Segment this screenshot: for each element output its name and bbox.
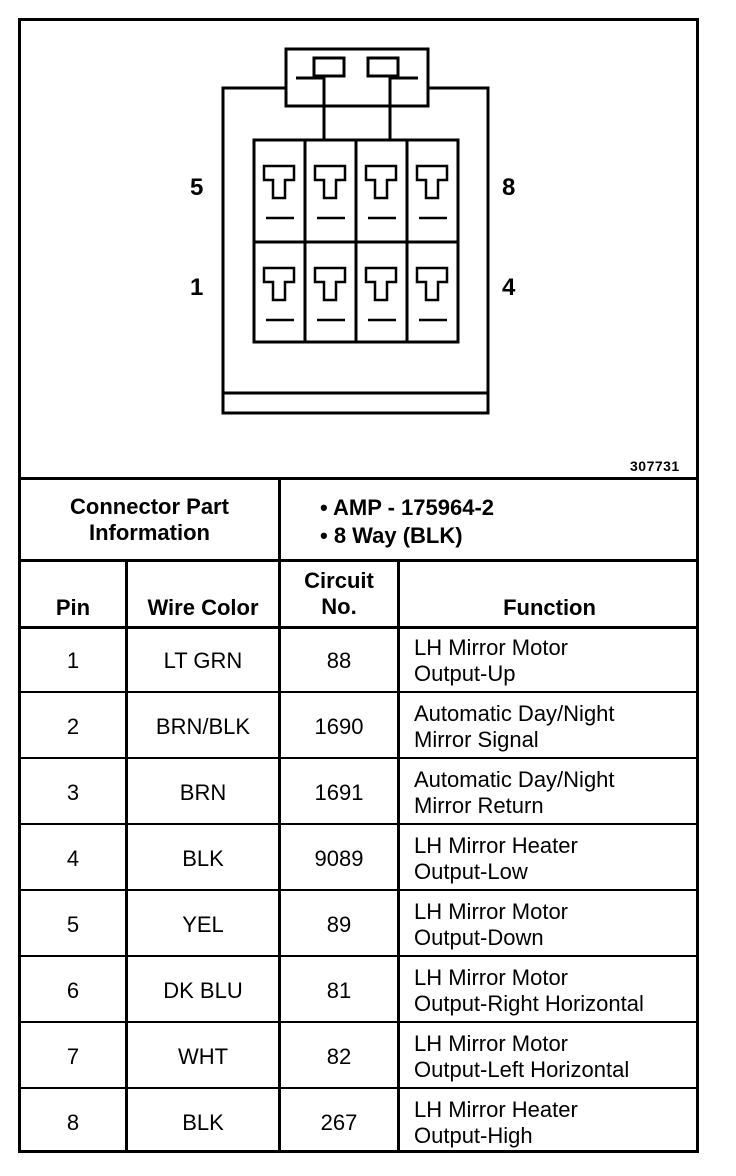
terminal-slot xyxy=(262,164,296,200)
wire-color: BRN/BLK xyxy=(155,714,251,739)
row-divider xyxy=(18,955,699,957)
row-divider xyxy=(18,691,699,693)
function-text: Automatic Day/Night xyxy=(414,701,615,726)
function-text: LH Mirror Motor xyxy=(414,635,569,660)
function-text: LH Mirror Motor xyxy=(414,1031,569,1056)
function-text: Output-Left Horizontal xyxy=(414,1057,630,1082)
wire-color: LT GRN xyxy=(163,648,243,673)
wire-color: YEL xyxy=(182,912,224,937)
function-text: Automatic Day/Night xyxy=(414,767,615,792)
terminal-slot xyxy=(313,164,347,200)
header-circuit-no: Circuit No. xyxy=(281,562,397,626)
connector-info-label: Connector Part Information xyxy=(21,480,278,560)
terminal-slot xyxy=(262,266,296,302)
pin-number: 1 xyxy=(66,648,80,673)
pin-number: 4 xyxy=(66,846,80,871)
connector-part-number: • AMP - 175964-2 xyxy=(320,495,495,520)
function-text: Output-Down xyxy=(414,925,544,950)
divider-header xyxy=(18,626,699,629)
latch-window-left xyxy=(312,56,346,78)
connector-diagram: 5 8 1 4 307731 xyxy=(18,18,699,480)
row-divider xyxy=(18,889,699,891)
circuit-number: 81 xyxy=(326,978,352,1003)
function-text: Output-Up xyxy=(414,661,516,686)
wire-color: BLK xyxy=(182,846,224,871)
connector-info-label-line2: Information xyxy=(88,520,210,545)
connector-drawing xyxy=(221,47,490,415)
connector-info-list: • AMP - 175964-2 • 8 Way (BLK) xyxy=(320,494,494,550)
pin-label-5: 5 xyxy=(190,174,204,201)
wire-color: BLK xyxy=(182,1110,224,1135)
row-divider xyxy=(18,1087,699,1089)
header-pin: Pin xyxy=(55,595,91,620)
pin-number: 8 xyxy=(66,1110,80,1135)
divider-diagram xyxy=(18,477,699,480)
latch-arm-left xyxy=(296,76,326,140)
column-divider xyxy=(278,479,281,1153)
header-wire-color: Wire Color xyxy=(147,595,259,620)
divider-info xyxy=(18,559,699,562)
header-circuit-line1: Circuit xyxy=(304,568,374,593)
circuit-number: 1690 xyxy=(314,714,364,739)
function-text: LH Mirror Heater xyxy=(414,1097,578,1122)
outer-frame xyxy=(18,18,699,1153)
terminal-slot xyxy=(415,164,449,200)
circuit-number: 89 xyxy=(326,912,352,937)
pin-number: 6 xyxy=(66,978,80,1003)
terminal-slot xyxy=(313,266,347,302)
function-text: LH Mirror Motor xyxy=(414,899,569,924)
circuit-number: 1691 xyxy=(314,780,364,805)
function-text: Output-Right Horizontal xyxy=(414,991,644,1016)
wire-color: BRN xyxy=(179,780,227,805)
terminal-slot xyxy=(364,266,398,302)
connector-way-count: • 8 Way (BLK) xyxy=(320,523,463,548)
header-function: Function xyxy=(503,595,596,620)
circuit-number: 88 xyxy=(326,648,352,673)
column-divider xyxy=(125,561,128,1153)
function-text: Output-High xyxy=(414,1123,533,1148)
function-text: LH Mirror Motor xyxy=(414,965,569,990)
pin-number: 2 xyxy=(66,714,80,739)
pin-number: 3 xyxy=(66,780,80,805)
terminal-slot xyxy=(364,164,398,200)
latch-arm-right xyxy=(388,76,418,140)
pin-label-1: 1 xyxy=(190,274,204,301)
wire-color: WHT xyxy=(177,1044,229,1069)
latch-window-right xyxy=(366,56,400,78)
pin-label-4: 4 xyxy=(502,274,516,301)
function-text: LH Mirror Heater xyxy=(414,833,578,858)
header-circuit-line2: No. xyxy=(321,594,357,619)
pin-label-8: 8 xyxy=(502,174,516,201)
figure-id: 307731 xyxy=(630,458,680,474)
wire-color: DK BLU xyxy=(163,978,243,1003)
function-text: Mirror Return xyxy=(414,793,544,818)
row-divider xyxy=(18,757,699,759)
terminal-slot xyxy=(415,266,449,302)
row-divider xyxy=(18,823,699,825)
column-divider xyxy=(397,561,400,1153)
function-text: Output-Low xyxy=(414,859,528,884)
circuit-number: 267 xyxy=(320,1110,358,1135)
row-divider xyxy=(18,1021,699,1023)
pin-number: 5 xyxy=(66,912,80,937)
connector-info-label-line1: Connector Part xyxy=(70,494,229,519)
pin-number: 7 xyxy=(66,1044,80,1069)
circuit-number: 9089 xyxy=(314,846,364,871)
function-text: Mirror Signal xyxy=(414,727,539,752)
circuit-number: 82 xyxy=(326,1044,352,1069)
